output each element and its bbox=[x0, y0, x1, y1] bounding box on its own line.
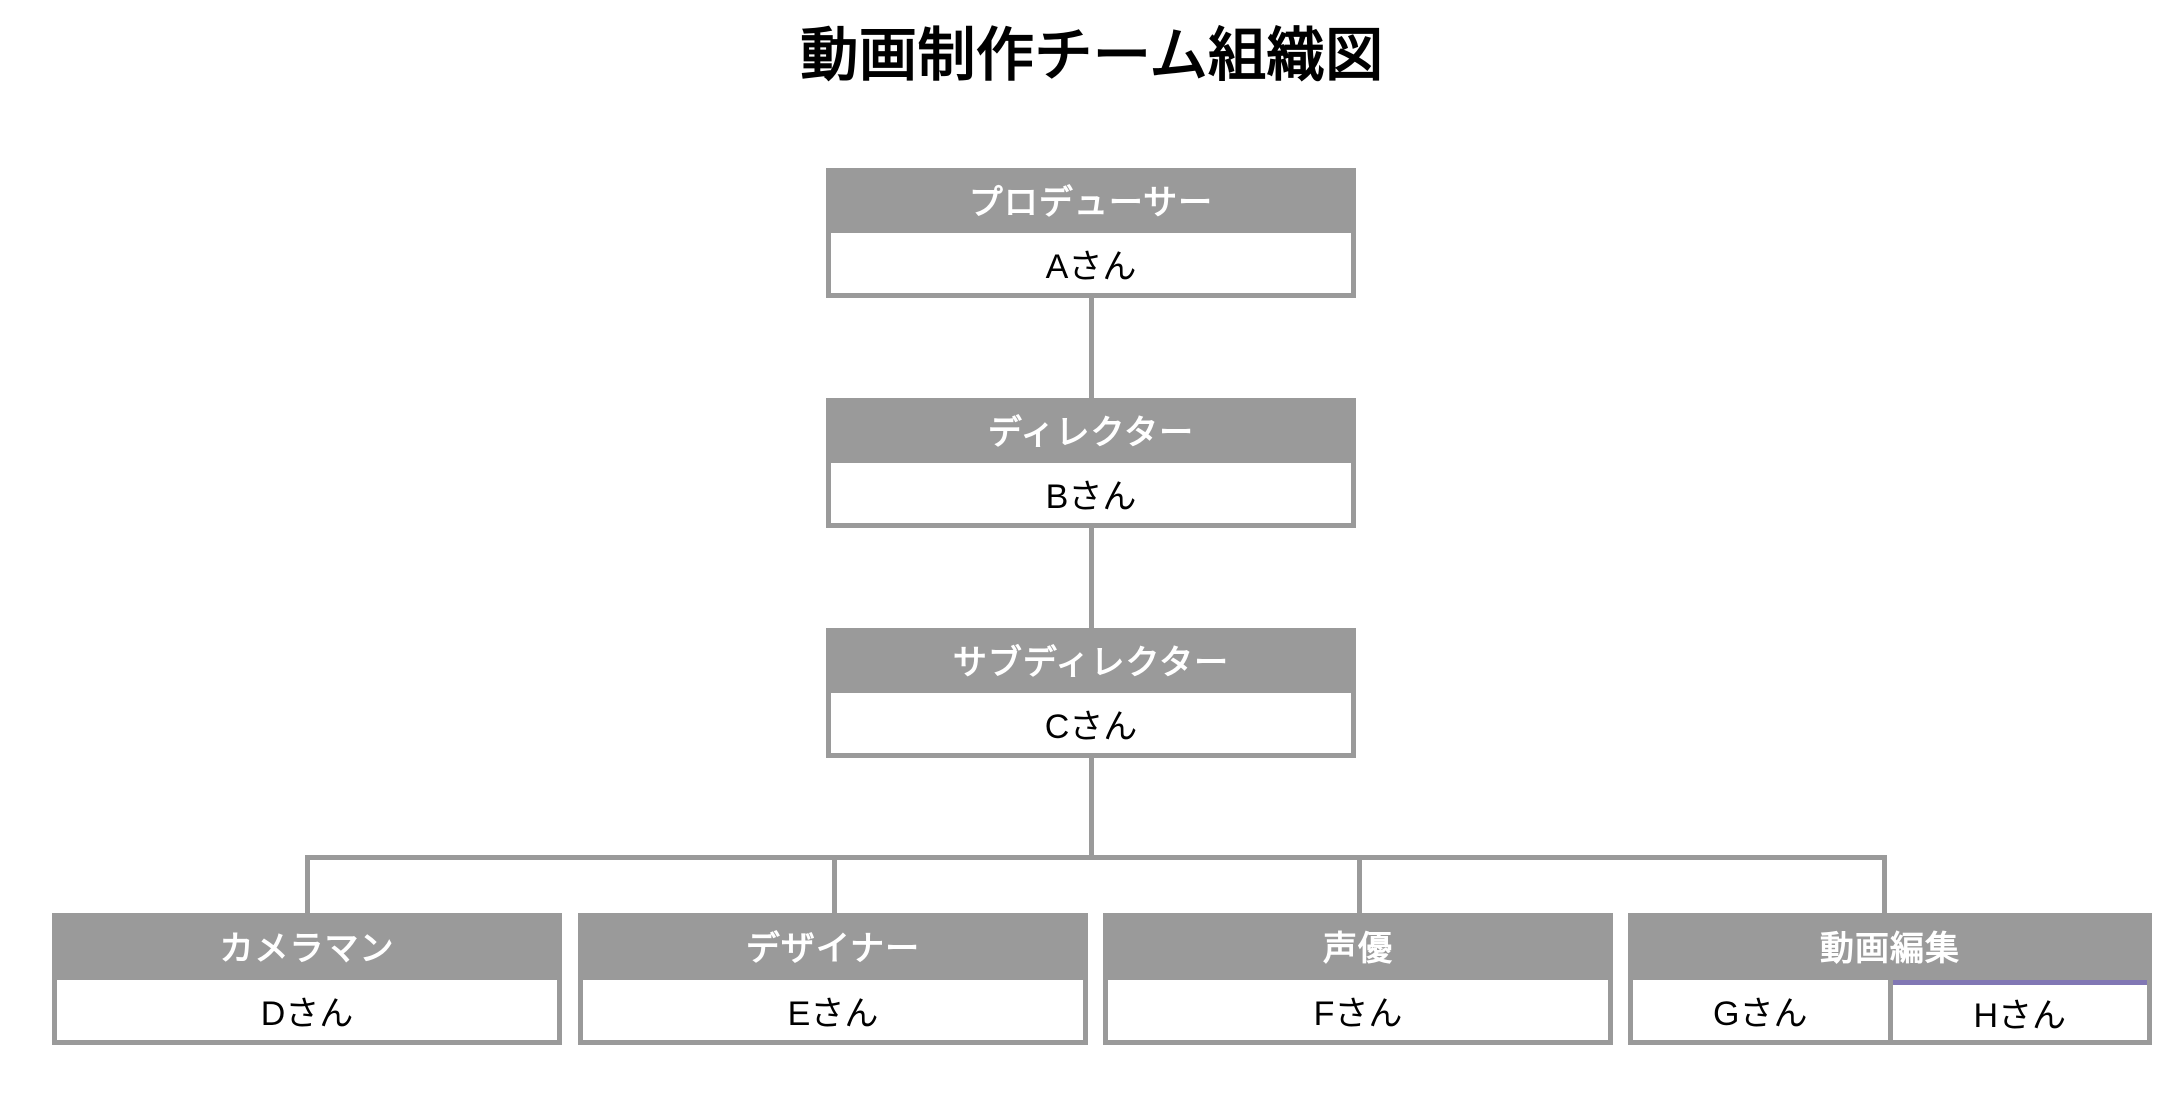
connector-drop-cameraman bbox=[305, 855, 310, 915]
org-node-sub-director-role: サブディレクター bbox=[831, 633, 1351, 693]
org-node-video-editing[interactable]: 動画編集 Gさん Hさん bbox=[1628, 913, 2152, 1045]
org-node-video-editing-member-2: Hさん bbox=[1892, 980, 2147, 1040]
org-node-sub-director[interactable]: サブディレクター Cさん bbox=[826, 628, 1356, 758]
org-node-director[interactable]: ディレクター Bさん bbox=[826, 398, 1356, 528]
connector-drop-voice-actor bbox=[1357, 855, 1362, 915]
org-node-cameraman-member-1: Dさん bbox=[57, 980, 557, 1040]
connector-drop-video-editing bbox=[1882, 855, 1887, 915]
org-node-voice-actor-role: 声優 bbox=[1108, 918, 1608, 980]
org-node-designer-members: Eさん bbox=[583, 980, 1083, 1040]
org-node-designer-member-1: Eさん bbox=[583, 980, 1083, 1040]
page-title: 動画制作チーム組織図 bbox=[800, 23, 1384, 88]
org-node-cameraman[interactable]: カメラマン Dさん bbox=[52, 913, 562, 1045]
org-node-voice-actor[interactable]: 声優 Fさん bbox=[1103, 913, 1613, 1045]
org-node-voice-actor-members: Fさん bbox=[1108, 980, 1608, 1040]
org-node-voice-actor-member-1: Fさん bbox=[1108, 980, 1608, 1040]
org-node-cameraman-role: カメラマン bbox=[57, 918, 557, 980]
org-node-video-editing-role: 動画編集 bbox=[1633, 918, 2147, 980]
org-node-producer-members: Aさん bbox=[831, 233, 1351, 293]
org-node-director-member-1: Bさん bbox=[831, 463, 1351, 523]
org-node-designer-role: デザイナー bbox=[583, 918, 1083, 980]
connector-director-to-subdirector bbox=[1089, 527, 1094, 640]
connector-drop-designer bbox=[832, 855, 837, 915]
org-node-video-editing-members: Gさん Hさん bbox=[1633, 980, 2147, 1040]
connector-producer-to-director bbox=[1089, 297, 1094, 410]
org-node-director-members: Bさん bbox=[831, 463, 1351, 523]
org-node-producer[interactable]: プロデューサー Aさん bbox=[826, 168, 1356, 298]
org-node-director-role: ディレクター bbox=[831, 403, 1351, 463]
org-node-producer-role: プロデューサー bbox=[831, 173, 1351, 233]
org-node-sub-director-member-1: Cさん bbox=[831, 693, 1351, 753]
connector-horizontal-bus bbox=[305, 855, 1886, 860]
org-node-producer-member-1: Aさん bbox=[831, 233, 1351, 293]
org-node-video-editing-member-1: Gさん bbox=[1633, 980, 1888, 1040]
org-node-cameraman-members: Dさん bbox=[57, 980, 557, 1040]
connector-subdirector-stem bbox=[1089, 757, 1094, 855]
org-node-sub-director-members: Cさん bbox=[831, 693, 1351, 753]
org-node-designer[interactable]: デザイナー Eさん bbox=[578, 913, 1088, 1045]
